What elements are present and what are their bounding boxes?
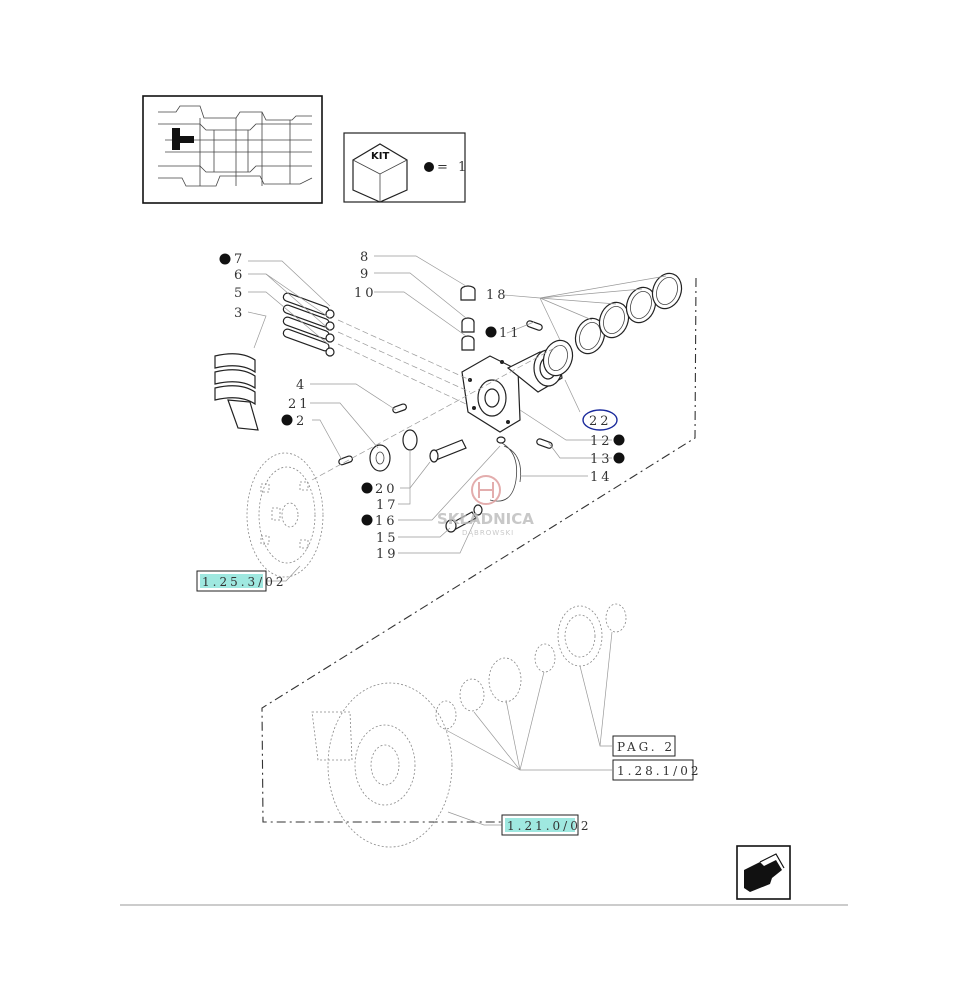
kit-legend: KIT = 1 bbox=[343, 132, 469, 203]
callout-18: 18 bbox=[486, 288, 509, 303]
callout-dots bbox=[219, 253, 625, 526]
kit-dot-2-icon bbox=[281, 414, 293, 426]
highlight-circle-22 bbox=[582, 409, 618, 431]
callout-17: 17 bbox=[376, 498, 399, 513]
watermark-sub: DĄBROWSKI bbox=[462, 529, 514, 537]
callout-5: 5 bbox=[234, 286, 245, 301]
flywheel-reference bbox=[246, 452, 324, 578]
callout-21: 21 bbox=[288, 397, 311, 412]
ref-flywheel[interactable]: 1.25.3/02 bbox=[202, 575, 286, 589]
enclosure-dashed bbox=[261, 277, 697, 823]
callout-9: 9 bbox=[360, 267, 371, 282]
kit-dot-13-icon bbox=[613, 452, 625, 464]
seal-rings bbox=[542, 272, 683, 377]
callout-13: 13 bbox=[590, 452, 613, 467]
callout-12: 12 bbox=[590, 434, 613, 449]
watermark: SKŁADNICA DĄBROWSKI bbox=[437, 475, 534, 537]
callout-15: 15 bbox=[376, 531, 399, 546]
callout-3: 3 bbox=[234, 306, 245, 321]
lower-assembly-reference bbox=[311, 603, 627, 848]
callout-10: 10 bbox=[354, 286, 377, 301]
callout-7: 7 bbox=[234, 252, 245, 267]
pins-group bbox=[282, 292, 335, 357]
callout-20: 20 bbox=[375, 482, 398, 497]
kit-dot-icon bbox=[424, 162, 434, 172]
upper-assembly bbox=[214, 272, 683, 533]
kit-dot-11-icon bbox=[485, 326, 497, 338]
callout-22: 22 bbox=[589, 414, 612, 429]
reference-boxes: 1.25.3/02 PAG. 2 1.28.1/02 1.21.0/02 bbox=[196, 570, 701, 836]
leader-lines bbox=[247, 255, 667, 826]
ref-housing[interactable]: 1.21.0/02 bbox=[507, 819, 591, 833]
ref-pag-2[interactable]: PAG. 2 bbox=[617, 740, 675, 754]
spring-clips bbox=[214, 353, 259, 431]
kit-legend-text: = 1 bbox=[437, 160, 469, 175]
kit-dot-20-icon bbox=[361, 482, 373, 494]
plug-stack bbox=[460, 285, 476, 351]
ref-gears[interactable]: 1.28.1/02 bbox=[617, 764, 701, 778]
kit-dot-12-icon bbox=[613, 434, 625, 446]
watermark-brand: SKŁADNICA bbox=[437, 510, 534, 528]
callout-14: 14 bbox=[590, 470, 613, 485]
callout-2: 2 bbox=[296, 414, 307, 429]
highlight-marker bbox=[172, 128, 180, 150]
callout-8: 8 bbox=[360, 250, 371, 265]
callout-labels: 7 6 5 3 8 9 10 11 18 4 21 2 22 12 13 14 … bbox=[234, 250, 618, 562]
next-page-arrow-icon[interactable] bbox=[736, 845, 791, 900]
callout-19: 19 bbox=[376, 547, 399, 562]
kit-label: KIT bbox=[371, 151, 389, 162]
location-thumbnail bbox=[142, 95, 323, 204]
callout-6: 6 bbox=[234, 268, 245, 283]
callout-16: 16 bbox=[375, 514, 398, 529]
callout-11: 11 bbox=[499, 326, 522, 341]
callout-4: 4 bbox=[296, 378, 307, 393]
kit-dot-7-icon bbox=[219, 253, 231, 265]
kit-dot-16-icon bbox=[361, 514, 373, 526]
